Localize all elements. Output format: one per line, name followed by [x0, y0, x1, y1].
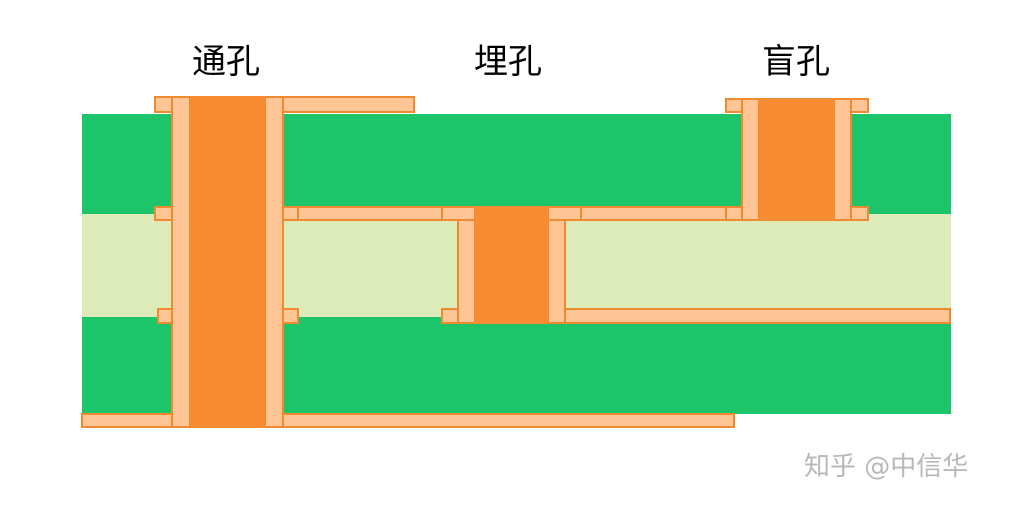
buried-hole-via: [441, 206, 582, 324]
blind-hole-wall-left: [741, 98, 760, 221]
through-hole-wall-left: [171, 96, 191, 428]
blind-hole-label: 盲孔: [762, 42, 830, 82]
watermark: 知乎 @中信华: [804, 452, 969, 482]
through-top-pad-right: [264, 96, 415, 113]
through-hole-label: 通孔: [192, 42, 260, 82]
through-hole-wall-right: [264, 96, 284, 428]
buried-bottom-trace: [441, 308, 951, 324]
buried-hole-pad-top-right: [547, 206, 582, 221]
blind-hole-fill: [759, 99, 834, 220]
buried-hole-wall-right: [547, 206, 566, 324]
through-hole-via: [171, 96, 284, 428]
through-hole-fill: [190, 96, 265, 428]
blind-hole-via: [741, 98, 852, 221]
blind-hole-wall-right: [833, 98, 852, 221]
buried-hole-label: 埋孔: [474, 42, 542, 82]
buried-hole-fill: [475, 207, 548, 324]
buried-hole-wall-left: [457, 206, 476, 324]
buried-hole-pad-top-left: [441, 206, 476, 221]
